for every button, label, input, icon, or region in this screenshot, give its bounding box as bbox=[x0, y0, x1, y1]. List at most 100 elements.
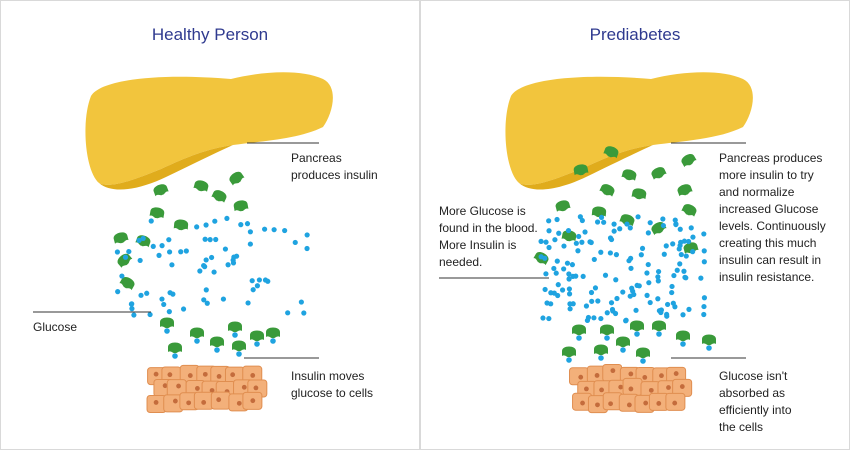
glucose-dot bbox=[592, 285, 599, 291]
glucose-dot bbox=[164, 328, 170, 334]
glucose-dot bbox=[628, 265, 634, 271]
insulin-label-line: glucose to cells bbox=[291, 386, 374, 400]
glucose-dot bbox=[197, 268, 203, 274]
cell-nucleus bbox=[250, 373, 256, 378]
glucose-dot bbox=[655, 296, 661, 302]
glucose-dot bbox=[588, 289, 595, 296]
glucose-dot bbox=[646, 280, 652, 286]
glucose-dot bbox=[554, 258, 560, 264]
cell-nucleus bbox=[176, 383, 181, 389]
cell-nucleus bbox=[656, 401, 662, 406]
glucose-dot bbox=[623, 318, 629, 324]
glucose-dot bbox=[669, 289, 675, 296]
cell-nucleus bbox=[241, 384, 247, 390]
cell-nucleus bbox=[187, 373, 193, 378]
glucose-dot bbox=[698, 275, 704, 281]
cell-nucleus bbox=[153, 400, 159, 405]
glucose-dot bbox=[608, 300, 615, 306]
glucose-dot bbox=[566, 286, 572, 292]
glucose-dot bbox=[677, 226, 683, 232]
glucose-dot bbox=[664, 311, 670, 318]
pancreas-label-line: and normalize bbox=[719, 185, 795, 199]
glucose-dot bbox=[150, 243, 156, 250]
glucose-dot bbox=[194, 338, 200, 344]
glucose-dot bbox=[604, 335, 610, 341]
glucose-dot bbox=[201, 262, 207, 269]
healthy-person-illustration bbox=[33, 72, 333, 414]
glucose-dot bbox=[548, 290, 554, 296]
glucose-dot bbox=[583, 303, 590, 309]
cell-nucleus bbox=[209, 388, 215, 393]
cell-nucleus bbox=[599, 387, 604, 393]
prediabetes-panel: Prediabetes Pancreas produces more insul… bbox=[420, 0, 850, 450]
glucose-dot bbox=[147, 311, 153, 318]
prediabetes-title: Prediabetes bbox=[589, 25, 681, 44]
glucose-dot bbox=[543, 271, 549, 277]
glucose-dot bbox=[178, 249, 184, 255]
glucose-dot bbox=[250, 287, 256, 293]
glucose-dot bbox=[561, 266, 567, 272]
glucose-dot bbox=[647, 220, 653, 226]
glucose-dot bbox=[538, 238, 544, 244]
glucose-dot bbox=[635, 214, 641, 220]
glucose-dot bbox=[658, 309, 664, 316]
glucose-dot bbox=[301, 310, 307, 316]
glucose-dot bbox=[672, 217, 678, 223]
glucose-dot bbox=[601, 219, 607, 225]
glucose-dot bbox=[224, 215, 230, 222]
cells-label-line: Glucose isn't bbox=[719, 369, 788, 383]
glucose-dot bbox=[681, 268, 687, 274]
insulin-receptor-icon bbox=[573, 164, 589, 176]
glucose-dot bbox=[262, 277, 269, 283]
glucose-dot bbox=[566, 291, 573, 297]
cell-nucleus bbox=[580, 400, 585, 406]
glucose-dot bbox=[701, 259, 707, 265]
glucose-dot bbox=[540, 315, 546, 321]
glucose-dot bbox=[614, 295, 620, 302]
glucose-dot bbox=[119, 273, 125, 279]
cell-nucleus bbox=[578, 374, 584, 380]
blood-label-line: found in the blood. bbox=[439, 221, 538, 235]
glucose-dot bbox=[630, 288, 636, 294]
glucose-dot bbox=[249, 278, 255, 284]
glucose-dot bbox=[556, 230, 562, 236]
glucose-dot bbox=[262, 226, 268, 232]
insulin-receptor-icon bbox=[562, 346, 576, 363]
cell-nucleus bbox=[584, 386, 589, 392]
glucose-dot bbox=[254, 341, 260, 347]
body-cell bbox=[602, 392, 623, 411]
glucose-dot bbox=[567, 306, 573, 312]
cell-nucleus bbox=[672, 400, 678, 406]
insulin-receptor-icon bbox=[652, 320, 666, 337]
glucose-dot bbox=[639, 245, 646, 252]
glucose-dot bbox=[565, 227, 572, 234]
glucose-dot bbox=[673, 221, 679, 228]
glucose-dot bbox=[546, 218, 552, 224]
glucose-dot bbox=[203, 257, 209, 263]
glucose-dot bbox=[613, 252, 620, 258]
insulin-receptor-icon bbox=[117, 253, 133, 268]
insulin-receptor-icon bbox=[190, 327, 204, 344]
glucose-dot bbox=[285, 310, 291, 316]
cell-nucleus bbox=[230, 372, 236, 378]
cell-nucleus bbox=[679, 384, 685, 389]
glucose-dot bbox=[660, 222, 666, 229]
insulin-label: Insulin moves glucose to cells bbox=[291, 368, 373, 402]
pancreas-label: Pancreas produces more insulin to try an… bbox=[719, 150, 826, 286]
glucose-dot bbox=[551, 265, 557, 272]
glucose-dot bbox=[156, 252, 162, 258]
glucose-dot bbox=[555, 282, 561, 288]
insulin-receptor-icon bbox=[210, 336, 224, 353]
insulin-receptor-icon bbox=[561, 230, 577, 242]
glucose-dot bbox=[598, 249, 604, 255]
glucose-dot bbox=[701, 311, 707, 318]
glucose-dot bbox=[677, 261, 683, 267]
cells-label-line: efficiently into bbox=[719, 403, 792, 417]
cell-nucleus bbox=[167, 372, 173, 378]
glucose-dot bbox=[602, 272, 609, 278]
glucose-dot bbox=[211, 269, 217, 275]
insulin-receptor-icon bbox=[233, 200, 249, 212]
glucose-dot bbox=[613, 277, 619, 283]
glucose-dot bbox=[681, 238, 688, 244]
